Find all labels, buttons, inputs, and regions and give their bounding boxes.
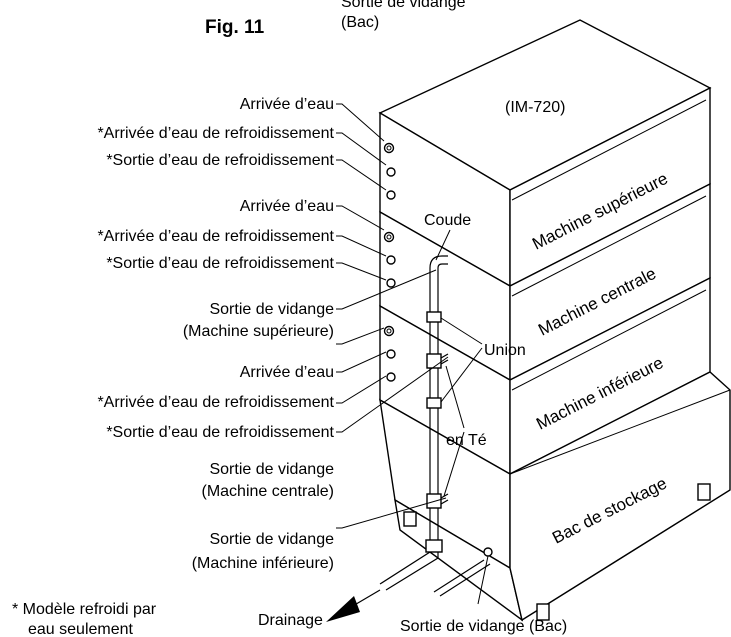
top-drain-label-line1: Sortie de vidange <box>341 0 466 11</box>
union-label: Union <box>484 342 526 359</box>
cooling-inlet-label: *Arrivée d’eau de refroidissement <box>97 125 334 142</box>
bin-drain-outlet <box>483 547 493 557</box>
tee-label: en Té <box>446 432 487 449</box>
union-fitting <box>426 397 442 409</box>
side-fittings <box>383 142 396 382</box>
cooling-inlet-label: *Arrivée d’eau de refroidissement <box>97 228 334 245</box>
drainage-arrow-icon <box>326 596 360 622</box>
drainage-label: Drainage <box>258 612 323 629</box>
elbow-label: Coude <box>424 212 471 229</box>
cooling-outlet-label: *Sortie d’eau de refroidissement <box>106 255 334 272</box>
drain-piping <box>326 255 493 622</box>
water-inlet-label: Arrivée d’eau <box>240 364 334 381</box>
drain-middle-label-line2: (Machine centrale) <box>202 483 335 500</box>
top-drain-label-line2: (Bac) <box>341 14 379 31</box>
cooling-inlet-label: *Arrivée d’eau de refroidissement <box>97 394 334 411</box>
water-inlet-label: Arrivée d’eau <box>240 198 334 215</box>
footnote-line1: * Modèle refroidi par <box>12 601 157 618</box>
footnote-line2: eau seulement <box>28 621 134 637</box>
foot <box>403 511 417 527</box>
leader-lines <box>336 103 489 605</box>
water-inlet-label: Arrivée d’eau <box>240 96 334 113</box>
drain-middle-label-line1: Sortie de vidange <box>209 461 334 478</box>
cooling-outlet-label: *Sortie d’eau de refroidissement <box>106 152 334 169</box>
bin-drain-label: Sortie de vidange (Bac) <box>400 618 567 635</box>
union-fitting <box>426 311 442 323</box>
cooling-outlet-label: *Sortie d’eau de refroidissement <box>106 424 334 441</box>
drain-lower-label-line2: (Machine inférieure) <box>192 555 334 572</box>
drain-upper-label-line1: Sortie de vidange <box>209 301 334 318</box>
model-label: (IM-720) <box>505 99 565 116</box>
tee-fitting <box>426 353 442 369</box>
figure-title: Fig. 11 <box>205 17 265 38</box>
machine-stack <box>378 19 731 622</box>
drain-lower-label-line1: Sortie de vidange <box>209 531 334 548</box>
drain-upper-label-line2: (Machine supérieure) <box>183 323 334 340</box>
foot <box>697 483 711 501</box>
foot <box>536 603 550 621</box>
